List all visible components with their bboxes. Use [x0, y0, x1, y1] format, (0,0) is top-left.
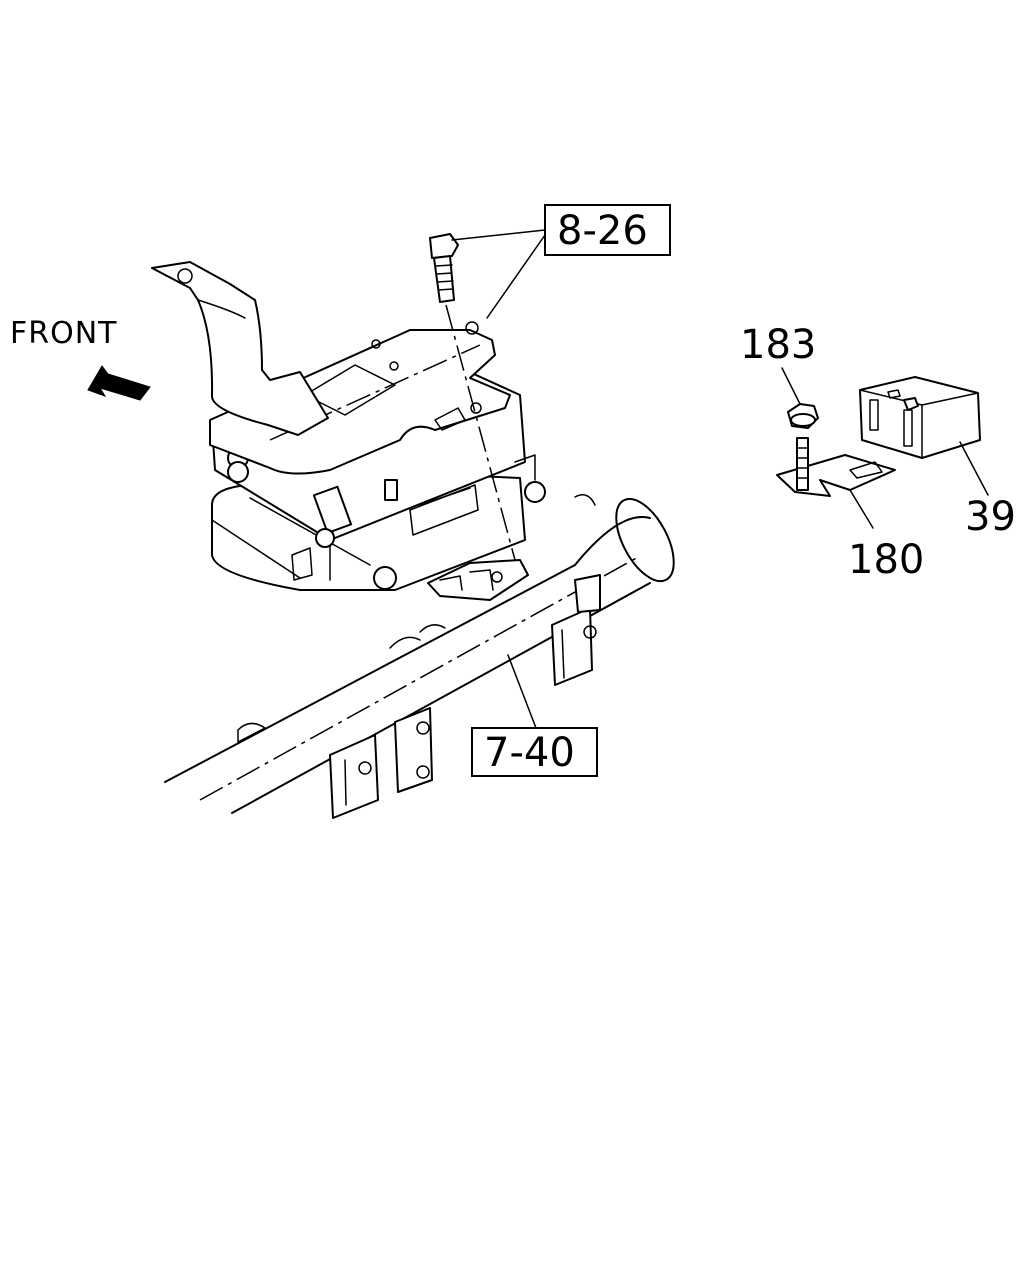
front-label: FRONT	[10, 316, 117, 351]
stud-bracket-part	[776, 437, 896, 497]
curved-strap	[151, 261, 329, 436]
relay-box-part	[859, 376, 981, 459]
part-180-label: 180	[848, 537, 924, 583]
front-arrow-icon	[87, 365, 151, 401]
callout-7-40: 7-40	[484, 730, 575, 776]
part-183-label: 183	[740, 322, 816, 368]
bolt	[429, 233, 516, 561]
part-39-label: 39	[965, 494, 1016, 540]
frame-rail	[164, 494, 675, 819]
callout-box-8-26	[544, 204, 671, 256]
rail-bracket	[427, 559, 529, 601]
nut-part	[787, 403, 819, 429]
callout-8-26: 8-26	[557, 208, 648, 254]
callout-box-7-40	[471, 727, 598, 777]
